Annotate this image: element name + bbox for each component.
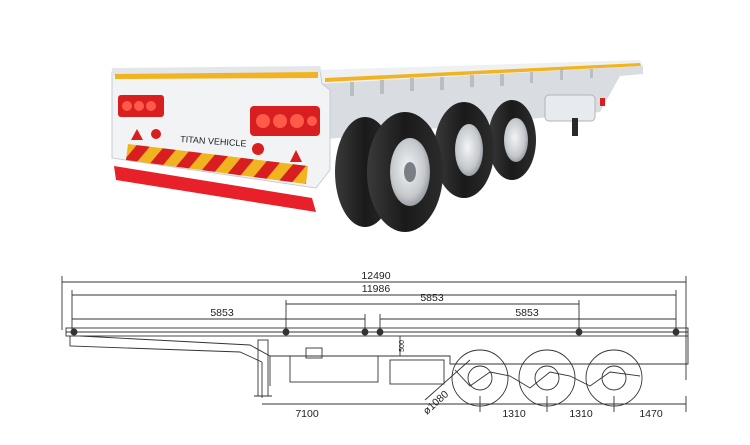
label-span-left: 5853 — [210, 307, 234, 319]
rear-top-edge — [112, 66, 322, 76]
side-stripe — [325, 63, 641, 82]
rear-bumper — [114, 166, 316, 212]
label-axle-spacing-1: 1310 — [502, 408, 526, 420]
tire-far-2 — [434, 102, 494, 198]
rear-yellow-stripe — [115, 72, 318, 79]
label-frame-height: 500 — [399, 340, 406, 352]
battery-box — [389, 359, 445, 385]
stake-pockets — [350, 69, 593, 96]
drawing-labels: 12490 11986 5853 5853 5853 7100 1310 131… — [210, 270, 663, 420]
label-kingpin-to-axle: 7100 — [295, 408, 319, 420]
trailer-photo: TITAN VEHICLE — [111, 60, 643, 232]
label-span-right: 5853 — [515, 307, 539, 319]
label-deck-length: 11986 — [362, 283, 391, 295]
air-tank — [544, 94, 596, 122]
suspension — [454, 369, 641, 389]
landing-leg — [572, 118, 578, 136]
label-span-middle: 5853 — [420, 292, 444, 304]
crossbeam-detail — [305, 347, 323, 359]
landing-gear — [257, 339, 269, 397]
stake-posts — [70, 328, 680, 336]
side-lamp — [600, 98, 605, 106]
label-axle-spacing-2: 1310 — [569, 408, 593, 420]
technical-drawing — [61, 276, 689, 412]
right-warning-triangle — [290, 150, 302, 162]
main-beam — [79, 335, 689, 365]
label-wheel-diameter: ø1080 — [421, 388, 451, 417]
label-overall-length: 12490 — [361, 270, 390, 282]
chevron-warning-bar — [126, 144, 308, 184]
brand-text: TITAN VEHICLE — [180, 134, 247, 149]
tire-near-1 — [367, 112, 443, 232]
tool-box — [289, 355, 379, 383]
right-tail-light — [250, 106, 320, 136]
tire-rear-far-3 — [488, 100, 536, 180]
left-tail-light — [118, 95, 164, 117]
left-warning-triangle — [131, 129, 143, 140]
label-rear-overhang: 1470 — [639, 408, 663, 420]
diameter-leader — [424, 359, 471, 401]
left-reflector — [151, 129, 161, 139]
right-reflector — [252, 143, 264, 155]
